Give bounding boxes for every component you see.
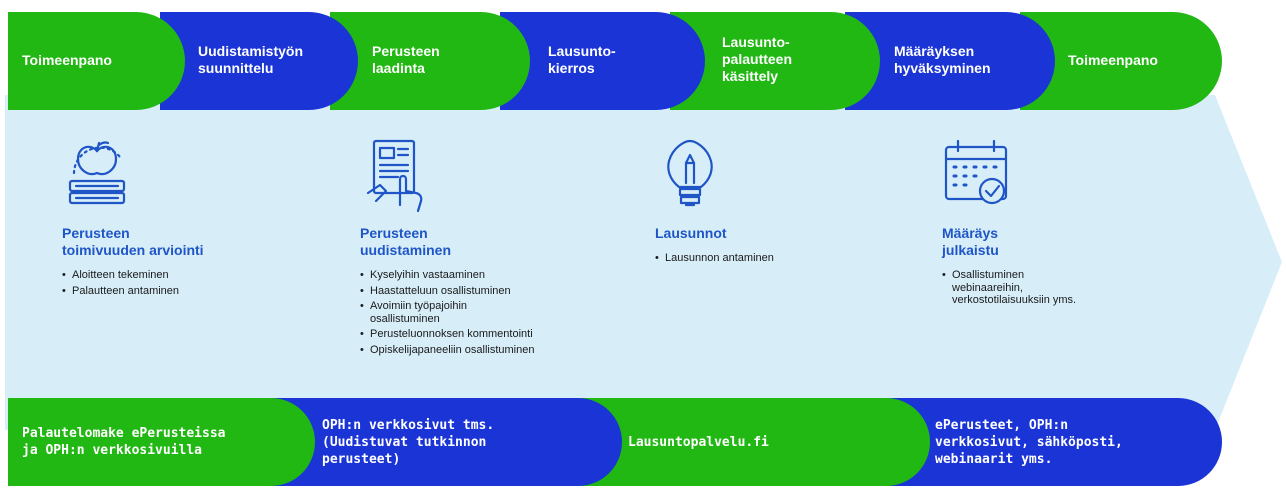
list-item: Perusteluonnoksen kommentointi (360, 328, 620, 341)
bottom-channel-segment-3 (885, 398, 1222, 486)
apple-books-icon (68, 141, 126, 205)
top-step-segment-5 (845, 12, 1055, 110)
list-item: Aloitteen tekeminen (62, 269, 302, 282)
bottom-channel-segment-1 (270, 398, 622, 486)
channel-palautelomake: Palautelomake ePerusteissa ja OPH:n verk… (22, 426, 226, 458)
step-perusteen-laadinta: Perusteen laadinta (372, 43, 440, 76)
step-uudistamistyon-suunnittelu: Uudistamistyön suunnittelu (198, 43, 304, 76)
channel-eperusteet: ePerusteet, OPH:n verkkosivut, sähköpost… (935, 417, 1123, 467)
list-item: Avoimiin työpajoihin osallistuminen (360, 300, 620, 325)
top-step-segment-3 (500, 12, 705, 110)
column-heading: Perusteen uudistaminen (360, 225, 452, 258)
column-heading: Lausunnot (655, 225, 727, 241)
column-heading: Perusteen toimivuuden arviointi (62, 225, 204, 258)
top-step-segment-1 (160, 12, 358, 110)
list-item: Osallistuminen webinaareihin, verkostoti… (942, 269, 1182, 307)
top-step-segment-6 (1020, 12, 1222, 110)
bottom-channel-segment-0 (8, 398, 315, 486)
list-item: Lausunnon antaminen (655, 252, 895, 265)
list-item: Haastatteluun osallistuminen (360, 285, 620, 298)
document-hand-icon (366, 139, 423, 213)
step-toimeenpano-end: Toimeenpano (1068, 51, 1158, 68)
step-lausuntokierros: Lausunto- kierros (548, 43, 616, 76)
top-step-segment-2 (330, 12, 530, 110)
top-step-segment-4 (670, 12, 880, 110)
column-arviointi: Perusteen toimivuuden arviointi Aloittee… (62, 135, 302, 300)
column-uudistaminen: Perusteen uudistaminen Kyselyihin vastaa… (360, 135, 620, 359)
list-item: Kyselyihin vastaaminen (360, 269, 620, 282)
column-lausunnot: Lausunnot Lausunnon antaminen (655, 135, 895, 268)
lightbulb-icon (667, 139, 713, 207)
step-lausuntopalautteen-kasittely: Lausunto- palautteen käsittely (722, 33, 793, 84)
channel-oph-verkkosivut: OPH:n verkkosivut tms. (Uudistuvat tutki… (322, 417, 495, 467)
bottom-channel-segment-2 (580, 398, 930, 486)
calendar-check-icon (944, 139, 1008, 205)
channel-lausuntopalvelu: Lausuntopalvelu.fi (628, 434, 769, 450)
step-toimeenpano-start: Toimeenpano (22, 51, 112, 68)
process-arrow (5, 95, 1282, 430)
step-maarayksen-hyvaksyminen: Määräyksen hyväksyminen (894, 43, 991, 76)
column-maarays: Määräys julkaistu Osallistuminen webinaa… (942, 135, 1182, 310)
list-item: Opiskelijapaneeliin osallistuminen (360, 344, 620, 357)
list-item: Palautteen antaminen (62, 285, 302, 298)
top-step-segment-0 (8, 12, 185, 110)
column-heading: Määräys julkaistu (942, 225, 999, 258)
